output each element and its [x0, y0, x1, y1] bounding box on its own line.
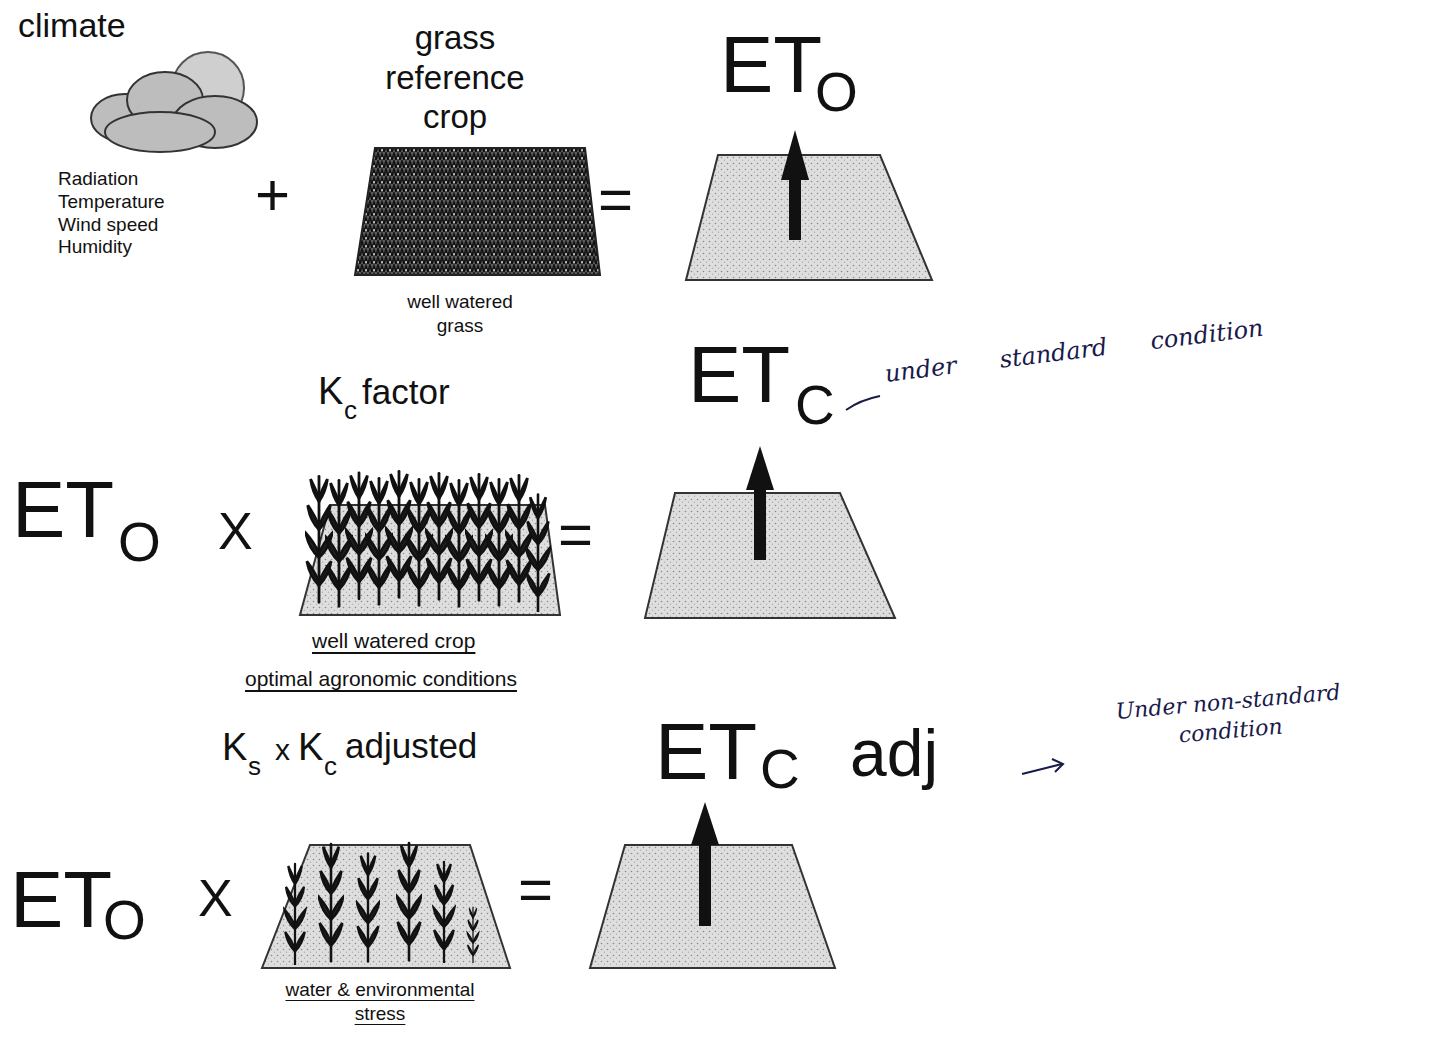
panel-title: climate [18, 8, 126, 42]
panel-caption: water & environmental stress [265, 978, 495, 1026]
coefficient-subscript: c [344, 397, 357, 423]
et-suffix: adj [850, 720, 938, 786]
operator: = [598, 170, 633, 230]
et-field [686, 130, 932, 280]
reference-crop-panel: grass reference crop well watered grass [345, 10, 615, 342]
coefficient-symbol: K [298, 728, 323, 766]
handwritten-note: Under non-standard condition [1068, 674, 1392, 759]
et-subscript: O [103, 893, 146, 948]
crop-field [300, 471, 560, 615]
crop-panel: Kcfactor well watered crop optimal agronom… [240, 365, 600, 710]
et-panel: ETC [640, 330, 900, 625]
operator: x [275, 735, 290, 765]
sun-cloud-icon [91, 52, 257, 152]
coefficient-symbol: K [222, 728, 247, 766]
climate-panel: climateRadiation Temperature Wind speed … [10, 0, 270, 270]
stressed-crop-field [262, 843, 510, 968]
operator: + [255, 165, 290, 225]
operator: X [198, 872, 233, 924]
et-field [590, 802, 835, 968]
panel-title: adjusted [345, 728, 477, 763]
operator: = [518, 860, 553, 920]
panel-title: factor [362, 374, 450, 409]
operator: X [218, 505, 253, 557]
et-field [645, 446, 895, 618]
panel-caption: optimal agronomic conditions [245, 668, 517, 689]
et-symbol: ET [655, 712, 757, 792]
et-subscript: O [118, 515, 161, 570]
et-symbol: ET [12, 470, 114, 550]
et-symbol: ET [10, 860, 112, 940]
climate-factors: Radiation Temperature Wind speed Humidit… [58, 168, 196, 259]
operator: = [558, 505, 593, 565]
panel-caption: well watered grass [385, 290, 535, 338]
leader-line [846, 396, 880, 410]
et-subscript: O [815, 65, 858, 120]
handwritten-note: under standard condition [884, 316, 1265, 386]
coefficient-subscript: c [324, 753, 337, 779]
et-subscript: C [795, 378, 835, 433]
panel-caption: well watered crop [312, 630, 475, 651]
coefficient-symbol: K [318, 372, 343, 410]
et-panel: ETO [680, 20, 940, 285]
et-subscript: C [760, 742, 800, 797]
et-symbol: ET [688, 335, 790, 415]
et-panel: ETCadj [600, 700, 1000, 975]
grass-field [355, 148, 600, 275]
coefficient-subscript: s [248, 753, 261, 779]
panel-title: grass reference crop [355, 18, 555, 137]
note-arrow [1022, 759, 1063, 774]
et-symbol: ET [720, 25, 822, 105]
